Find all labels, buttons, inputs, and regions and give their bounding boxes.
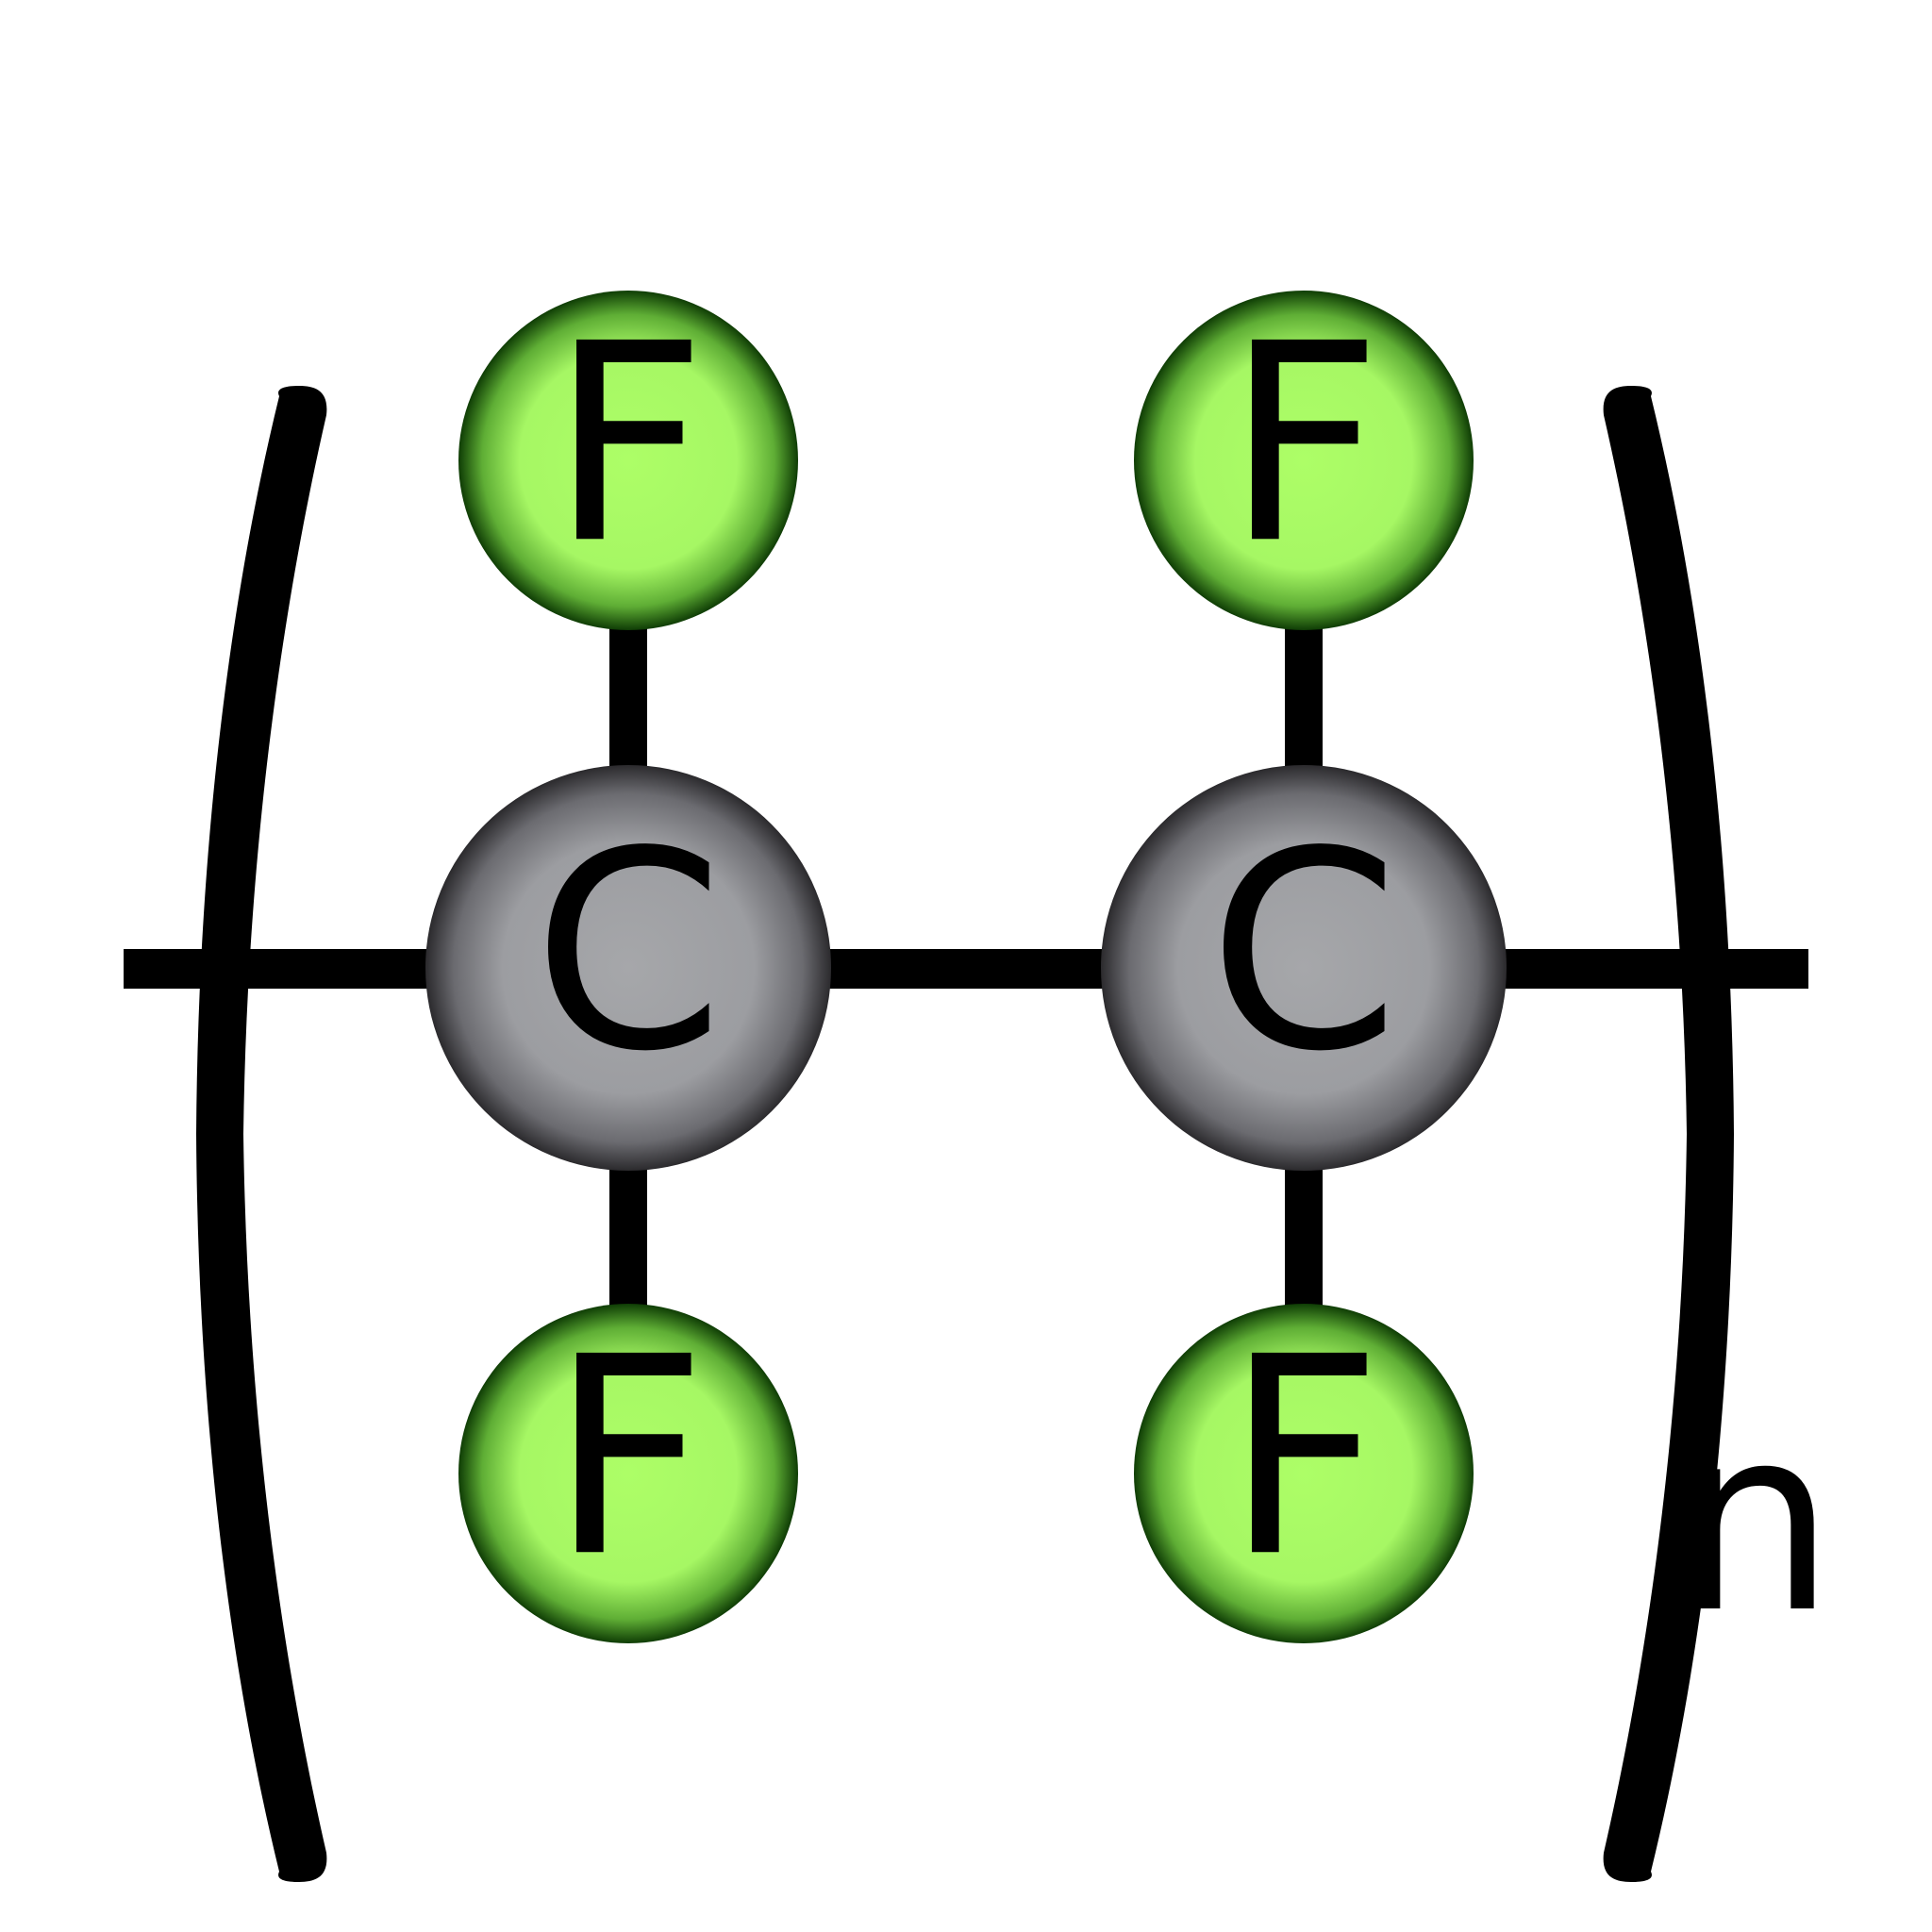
- fluorine-bottom-left-label: F: [550, 1299, 708, 1617]
- fluorine-atom-top-left: F: [458, 286, 798, 630]
- fluorine-atom-bottom-left: F: [458, 1299, 798, 1643]
- backbone-bond: [124, 949, 1808, 989]
- carbon-right-label: C: [1208, 793, 1400, 1111]
- fluorine-top-right-label: F: [1225, 286, 1383, 604]
- repeat-unit-subscript: n: [1674, 1372, 1835, 1669]
- carbon-atom-left: C: [425, 765, 831, 1171]
- left-bracket: [196, 386, 327, 1882]
- right-bracket: [1603, 386, 1734, 1882]
- fluorine-atom-bottom-right: F: [1134, 1299, 1474, 1643]
- fluorine-atom-top-right: F: [1134, 286, 1474, 630]
- carbon-left-label: C: [533, 793, 724, 1111]
- fluorine-bottom-right-label: F: [1225, 1299, 1383, 1617]
- fluorine-top-left-label: F: [550, 286, 708, 604]
- carbon-atom-right: C: [1101, 765, 1507, 1171]
